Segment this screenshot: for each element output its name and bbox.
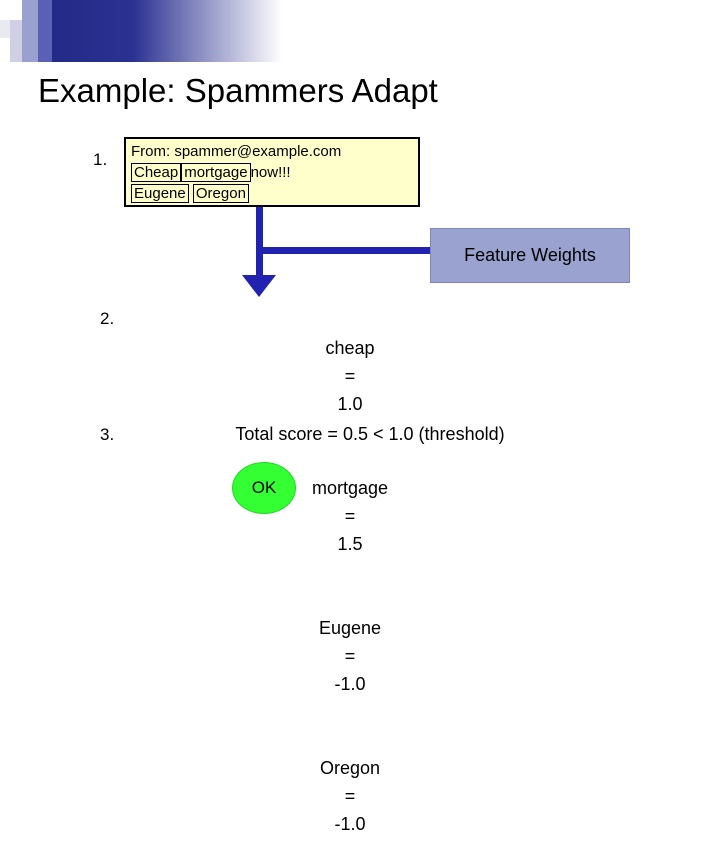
token-eugene: Eugene	[131, 184, 189, 203]
weight-value: 1.5	[337, 534, 363, 554]
weight-value: -1.0	[334, 814, 366, 834]
decision-label: OK	[251, 478, 277, 497]
weight-name: cheap	[325, 338, 375, 358]
arrow-stem	[256, 207, 263, 279]
weight-equals: =	[344, 646, 356, 666]
deco-block-1	[0, 0, 10, 62]
deco-block-3	[22, 0, 38, 62]
arrow-elbow	[256, 247, 430, 254]
weight-name: Oregon	[319, 758, 381, 778]
step-number-3: 3.	[100, 425, 115, 444]
email-location-line: Eugene Oregon	[131, 183, 415, 204]
feature-weights-list: cheap = 1.0 mortgage = 1.5 Eugene = -1.0…	[150, 306, 530, 866]
total-score-comparison: < 1.0 (threshold)	[373, 424, 505, 444]
weight-row: mortgage = 1.5	[150, 446, 530, 586]
page-title: Example: Spammers Adapt	[38, 72, 438, 109]
decorative-header-bar	[0, 0, 720, 62]
weight-equals: =	[344, 366, 356, 386]
email-body-tail: now!!!	[250, 164, 291, 181]
step-number-1: 1.	[93, 150, 108, 169]
weight-row: Oregon = -1.0	[150, 726, 530, 866]
decision-badge-ok: OK	[232, 462, 296, 514]
deco-block-4	[38, 0, 52, 62]
weight-row: cheap = 1.0	[150, 306, 530, 446]
deco-notch-top	[0, 0, 22, 20]
feature-weights-heading: Feature Weights	[464, 245, 596, 265]
weight-row: Eugene = -1.0	[150, 586, 530, 726]
weight-equals: =	[344, 506, 356, 526]
weight-value: 1.0	[337, 394, 363, 414]
total-score-value: 0.5	[342, 424, 368, 444]
step-number-2: 2.	[100, 309, 115, 328]
token-oregon: Oregon	[192, 184, 249, 203]
weight-name: mortgage	[311, 478, 389, 498]
total-score-label: Total score =	[235, 424, 338, 444]
arrow-head-icon	[242, 275, 276, 297]
deco-notch-bottom	[0, 38, 10, 62]
email-from-line: From: spammer@example.com	[131, 143, 342, 160]
weight-value: -1.0	[334, 674, 366, 694]
weight-name: Eugene	[318, 618, 382, 638]
token-mortgage: mortgage	[181, 163, 251, 182]
feature-weights-box: Feature Weights	[430, 228, 630, 283]
deco-gradient-band	[52, 0, 282, 62]
token-cheap: Cheap	[131, 163, 182, 182]
total-score-line: Total score = 0.5 < 1.0 (threshold)	[140, 424, 600, 445]
weight-equals: =	[344, 786, 356, 806]
